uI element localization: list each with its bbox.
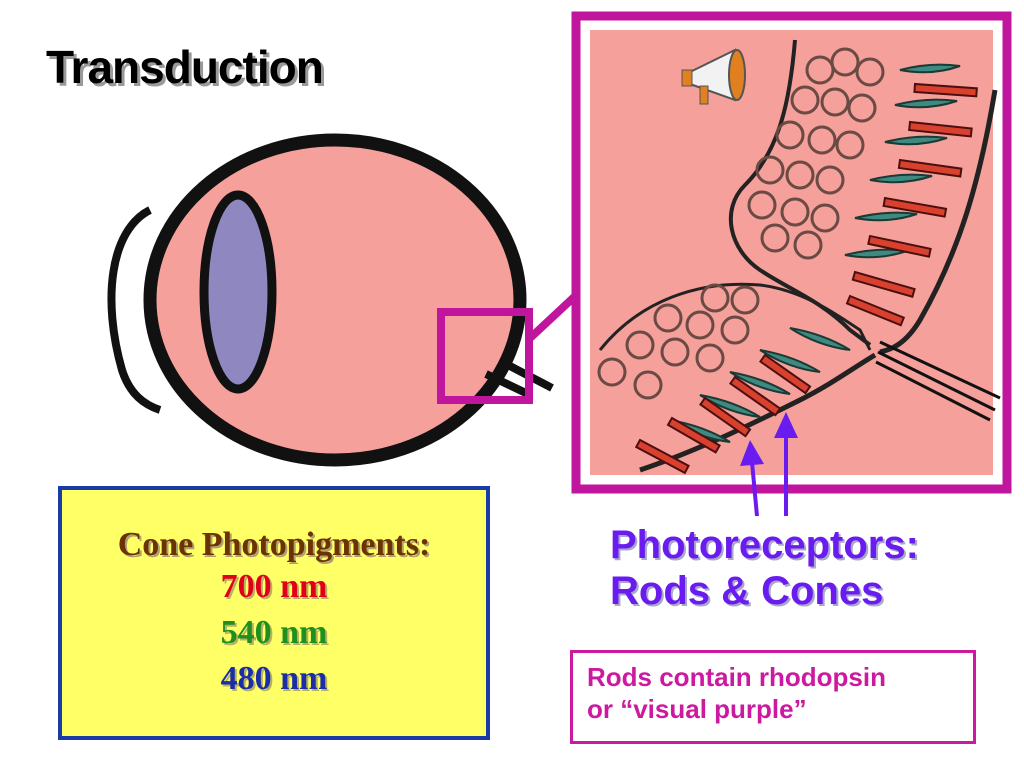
page-title: Transduction [46, 41, 324, 93]
wavelength-540: 540 nm [220, 614, 328, 651]
pointer-arrow-head [740, 440, 764, 466]
cone-photopigments-heading: Cone Photopigments: [117, 526, 431, 563]
eye-illustration [107, 133, 554, 467]
rods-note-line1: Rods contain rhodopsin [587, 662, 886, 692]
wavelength-700: 700 nm [220, 568, 328, 605]
eye-lens [199, 190, 277, 394]
pointer-arrow-head [774, 412, 798, 438]
megaphone-icon[interactable] [681, 48, 746, 105]
photoreceptors-line2: Rods & Cones [610, 569, 884, 613]
zoom-region-marker [437, 308, 533, 404]
retina-panel [571, 11, 1012, 494]
photoreceptors-label: Photoreceptors: Rods & Cones [610, 522, 919, 614]
photoreceptors-line1: Photoreceptors: [610, 523, 919, 567]
pointer-arrow [750, 461, 759, 517]
rods-note-box: Rods contain rhodopsin or “visual purple… [570, 650, 976, 744]
wavelength-480: 480 nm [220, 660, 328, 697]
optic-nerve-line [484, 370, 530, 398]
rods-note-line2: or “visual purple” [587, 694, 807, 724]
cone-photopigments-box: Cone Photopigments: 700 nm 540 nm 480 nm [58, 486, 490, 740]
